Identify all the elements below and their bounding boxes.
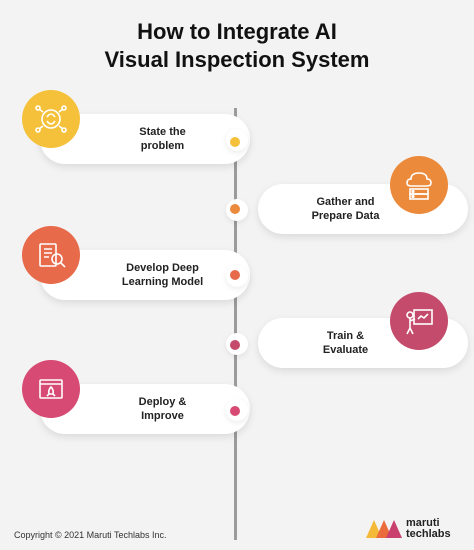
- step-label: State the problem: [139, 126, 186, 152]
- step-label: Deploy & Improve: [138, 396, 187, 422]
- step-label: Gather and Prepare Data: [311, 196, 380, 222]
- problem-brain-icon: [22, 90, 80, 148]
- step-label: Develop Deep Learning Model: [121, 262, 204, 288]
- timeline-dot: [230, 204, 240, 214]
- page-title: How to Integrate AI Visual Inspection Sy…: [0, 18, 474, 74]
- title-line-2: Visual Inspection System: [104, 47, 370, 72]
- step-label: Train & Evaluate: [322, 330, 369, 356]
- rocket-screen-icon: [22, 360, 80, 418]
- brand-logo-mark: [366, 520, 402, 538]
- presentation-board-icon: [390, 292, 448, 350]
- timeline-dot: [230, 137, 240, 147]
- timeline-line: [234, 108, 237, 540]
- timeline-dot: [230, 270, 240, 280]
- brand-line-2: techlabs: [406, 528, 451, 540]
- brand-name: maruti techlabs: [406, 518, 451, 540]
- data-server-icon: [390, 156, 448, 214]
- brand-line-1: maruti: [406, 517, 440, 529]
- timeline-dot: [230, 340, 240, 350]
- timeline-dot: [230, 406, 240, 416]
- title-line-1: How to Integrate AI: [137, 19, 337, 44]
- step-card: Develop Deep Learning Model: [40, 250, 250, 300]
- copyright-text: Copyright © 2021 Maruti Techlabs Inc.: [14, 530, 167, 540]
- book-magnifier-icon: [22, 226, 80, 284]
